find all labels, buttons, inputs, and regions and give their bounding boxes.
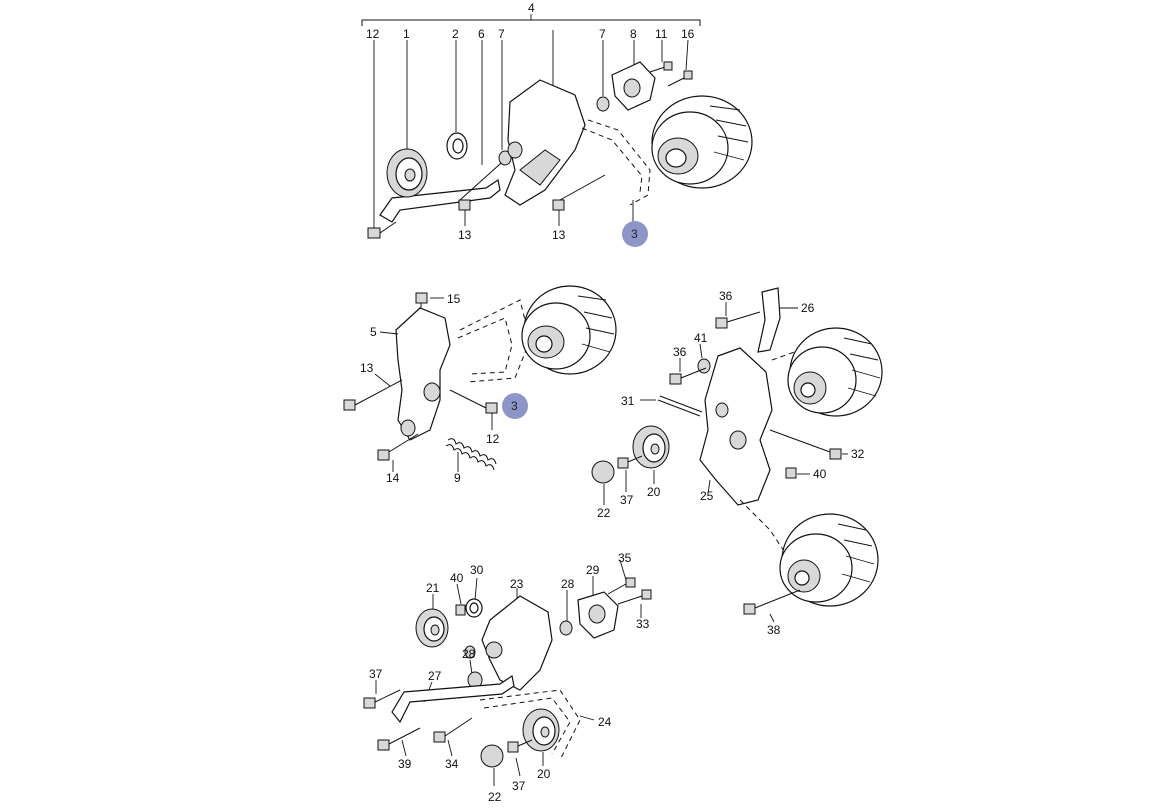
pulley-20 xyxy=(632,425,670,469)
label-40: 40 xyxy=(813,467,827,481)
alternator-mid-right-upper xyxy=(787,327,883,417)
label-39: 39 xyxy=(398,757,412,771)
label-40: 40 xyxy=(450,571,464,585)
alternator-mid-left xyxy=(521,285,617,375)
label-31: 31 xyxy=(621,394,635,408)
tensioner-pulley xyxy=(386,148,428,198)
label-2: 2 xyxy=(452,27,459,41)
label-28: 28 xyxy=(561,577,575,591)
label-14: 14 xyxy=(386,471,400,485)
middle-left-assembly: 15 5 13 12 14 9 3 xyxy=(343,285,617,485)
label-7: 7 xyxy=(498,27,505,41)
label-38: 38 xyxy=(767,623,781,637)
belt-callout-badge[interactable]: 3 xyxy=(622,221,648,247)
label-33: 33 xyxy=(636,617,650,631)
label-32: 32 xyxy=(851,447,865,461)
middle-right-assembly: 36 26 41 36 31 32 40 20 37 22 25 38 xyxy=(591,287,883,637)
label-29: 29 xyxy=(586,563,600,577)
label-37: 37 xyxy=(512,779,526,793)
label-13: 13 xyxy=(552,228,566,242)
label-9: 9 xyxy=(454,471,461,485)
alternator-mid-right-lower xyxy=(779,513,879,607)
label-24: 24 xyxy=(598,715,612,729)
belt-callout-badge[interactable]: 3 xyxy=(502,393,528,419)
label-8: 8 xyxy=(630,27,637,41)
label-16: 16 xyxy=(681,27,695,41)
label-12: 12 xyxy=(366,27,380,41)
label-4: 4 xyxy=(528,1,535,15)
label-36: 36 xyxy=(719,289,733,303)
label-37: 37 xyxy=(369,667,383,681)
label-22: 22 xyxy=(488,790,502,804)
bottom-assembly: 21 40 30 23 28 29 35 33 37 27 28 24 39 3… xyxy=(363,551,652,804)
label-27: 27 xyxy=(428,669,442,683)
label-36: 36 xyxy=(673,345,687,359)
label-34: 34 xyxy=(445,757,459,771)
svg-text:3: 3 xyxy=(511,399,518,413)
label-30: 30 xyxy=(470,563,484,577)
label-35: 35 xyxy=(618,551,632,565)
label-21: 21 xyxy=(426,581,440,595)
label-41: 41 xyxy=(694,331,708,345)
alternator-top xyxy=(651,95,753,189)
label-22: 22 xyxy=(597,506,611,520)
label-7: 7 xyxy=(599,27,606,41)
label-12: 12 xyxy=(486,432,500,446)
label-13: 13 xyxy=(360,361,374,375)
top-assembly: 4 12 1 2 6 7 7 8 11 16 13 13 3 xyxy=(361,1,753,247)
pulley-20-bottom xyxy=(522,708,560,752)
label-23: 23 xyxy=(510,577,524,591)
label-37: 37 xyxy=(620,493,634,507)
label-5: 5 xyxy=(370,325,377,339)
label-13: 13 xyxy=(458,228,472,242)
label-11: 11 xyxy=(655,27,668,41)
label-1: 1 xyxy=(403,27,410,41)
label-20: 20 xyxy=(647,485,661,499)
label-25: 25 xyxy=(700,489,714,503)
pulley-21 xyxy=(415,608,449,648)
label-15: 15 xyxy=(447,292,461,306)
label-6: 6 xyxy=(478,27,485,41)
label-20: 20 xyxy=(537,767,551,781)
svg-text:3: 3 xyxy=(631,227,638,241)
label-28: 28 xyxy=(462,647,476,661)
label-26: 26 xyxy=(801,301,815,315)
